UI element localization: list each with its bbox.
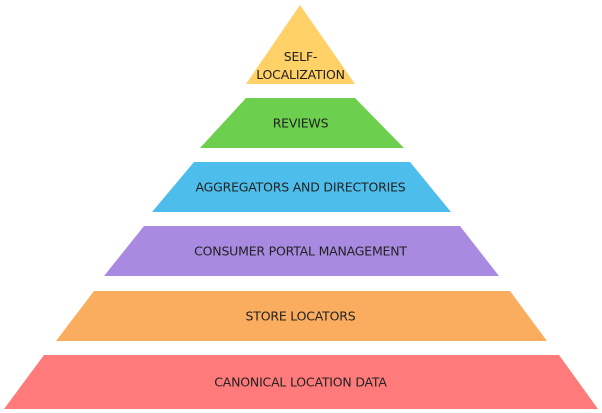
tier-canonical-location-data-shape bbox=[4, 355, 598, 409]
tier-consumer-portal-management-label: CONSUMER PORTAL MANAGEMENT bbox=[194, 244, 407, 259]
tier-self-localization-label: SELF- bbox=[284, 49, 318, 64]
tier-store-locators-shape bbox=[56, 291, 547, 341]
tier-self-localization-shape bbox=[246, 5, 355, 84]
tier-canonical-location-data-label: CANONICAL LOCATION DATA bbox=[214, 375, 387, 390]
tier-reviews-shape bbox=[200, 98, 404, 148]
tier-reviews-label: REVIEWS bbox=[273, 116, 329, 131]
tier-consumer-portal-management-shape bbox=[104, 226, 499, 276]
tier-aggregators-and-directories-shape bbox=[152, 162, 451, 212]
tier-store-locators-label: STORE LOCATORS bbox=[246, 309, 356, 324]
tier-aggregators-and-directories-label: AGGREGATORS AND DIRECTORIES bbox=[195, 180, 405, 195]
tier-self-localization-label: LOCALIZATION bbox=[256, 67, 345, 82]
